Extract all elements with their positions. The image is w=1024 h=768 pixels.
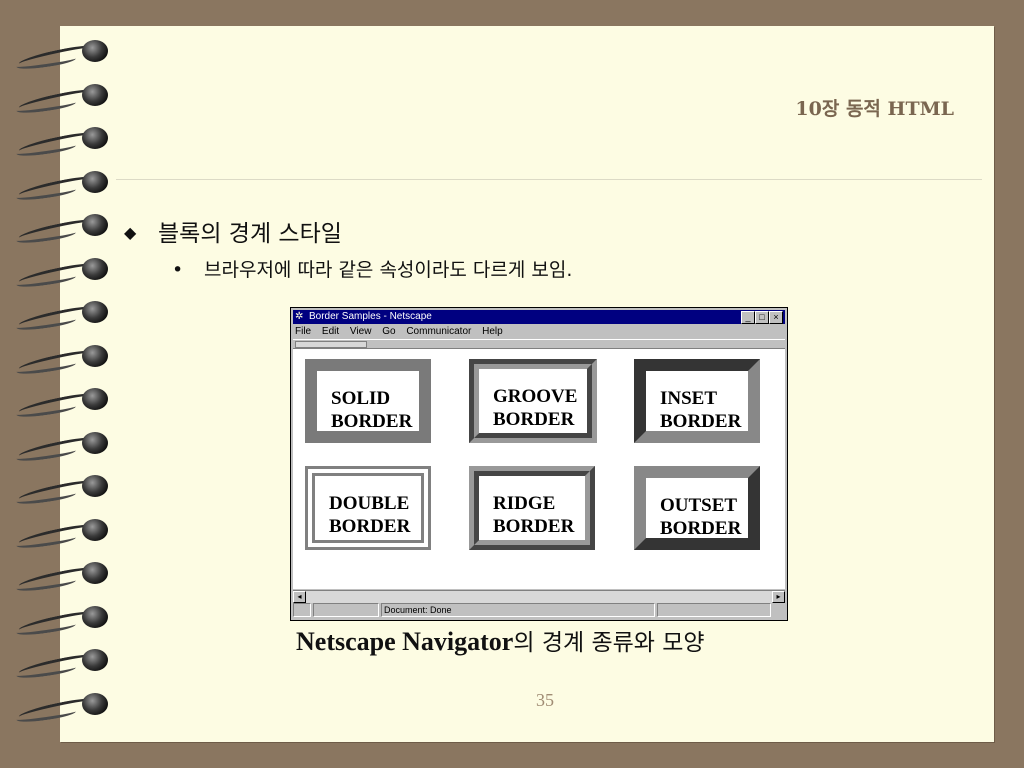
page-number: 35	[536, 690, 554, 710]
spiral-ring	[14, 602, 108, 642]
diamond-bullet-icon: ◆	[124, 223, 137, 242]
sample-label: BORDER	[493, 516, 575, 537]
sample-label: INSET	[660, 388, 718, 409]
menubar: File Edit View Go Communicator Help	[295, 325, 785, 339]
sample-label: DOUBLE	[329, 493, 410, 514]
dot-bullet-icon: •	[172, 259, 184, 281]
sample-label: OUTSET	[660, 495, 738, 516]
toolbar-tab[interactable]	[295, 341, 367, 348]
outset-border-sample: OUTSET BORDER	[634, 466, 760, 550]
sample-label: GROOVE	[493, 386, 578, 407]
sample-label: BORDER	[660, 411, 742, 432]
bullet-text: 블록의 경계 스타일	[158, 221, 342, 247]
spiral-ring	[14, 515, 108, 555]
spiral-ring	[14, 384, 108, 424]
minimize-button[interactable]: _	[741, 311, 755, 324]
menu-file[interactable]: File	[295, 326, 312, 337]
window-title: Border Samples - Netscape	[309, 311, 432, 322]
figure-caption: Netscape Navigator의 경계 종류와 모양	[296, 623, 705, 657]
caption-text: 의 경계 종류와 모양	[513, 630, 705, 656]
spiral-ring	[14, 123, 108, 163]
chapter-title: 10장 동적 HTML	[795, 98, 954, 120]
menu-go[interactable]: Go	[382, 326, 396, 337]
spiral-ring	[14, 471, 108, 511]
spiral-ring	[14, 689, 108, 729]
statusbar: Document: Done	[293, 603, 785, 617]
maximize-button[interactable]: □	[755, 311, 769, 324]
spiral-ring	[14, 167, 108, 207]
menu-communicator[interactable]: Communicator	[406, 326, 472, 337]
ridge-border-sample: RIDGE BORDER	[469, 466, 595, 550]
bullet-text: 브라우저에 따라 같은 속성이라도 다르게 보임.	[204, 259, 573, 281]
bullet-level1: ◆ 블록의 경계 스타일	[124, 214, 342, 248]
scroll-right-icon[interactable]: ▸	[772, 591, 785, 603]
spiral-ring	[14, 36, 108, 76]
netscape-window: ✲ Border Samples - Netscape _ □ × File Ed…	[290, 307, 788, 621]
inset-border-sample: INSET BORDER	[634, 359, 760, 443]
sample-label: SOLID	[331, 388, 391, 409]
window-titlebar: ✲ Border Samples - Netscape _ □ ×	[293, 310, 785, 324]
groove-border-sample: GROOVE BORDER	[469, 359, 597, 443]
spiral-ring	[14, 645, 108, 685]
spiral-ring	[14, 297, 108, 337]
component-bar[interactable]	[657, 603, 771, 617]
scroll-left-icon[interactable]: ◂	[293, 591, 306, 603]
page-content: SOLID BORDER GROOVE BORDER INSET BORDER …	[293, 348, 785, 589]
spiral-ring	[14, 558, 108, 598]
caption-product: Netscape Navigator	[296, 627, 514, 656]
sample-label: BORDER	[329, 516, 411, 537]
spiral-ring	[14, 428, 108, 468]
spiral-ring	[14, 254, 108, 294]
sample-label: BORDER	[331, 411, 413, 432]
status-text: Document: Done	[381, 603, 655, 617]
security-lock-icon[interactable]	[293, 603, 311, 617]
sample-label: BORDER	[493, 409, 575, 430]
bullet-level2: • 브라우저에 따라 같은 속성이라도 다르게 보임.	[172, 255, 572, 282]
spiral-ring	[14, 341, 108, 381]
sample-label: BORDER	[660, 518, 742, 539]
spiral-ring	[14, 80, 108, 120]
close-button[interactable]: ×	[769, 311, 783, 324]
spiral-ring	[14, 210, 108, 250]
progress-cell	[313, 603, 379, 617]
menu-view[interactable]: View	[349, 326, 372, 337]
horizontal-scrollbar[interactable]: ◂ ▸	[293, 590, 785, 603]
header-divider	[116, 179, 982, 180]
double-border-sample: DOUBLE BORDER	[305, 466, 431, 550]
solid-border-sample: SOLID BORDER	[305, 359, 431, 443]
menu-help[interactable]: Help	[482, 326, 503, 337]
netscape-icon: ✲	[295, 311, 304, 322]
menu-edit[interactable]: Edit	[321, 326, 340, 337]
sample-label: RIDGE	[493, 493, 556, 514]
